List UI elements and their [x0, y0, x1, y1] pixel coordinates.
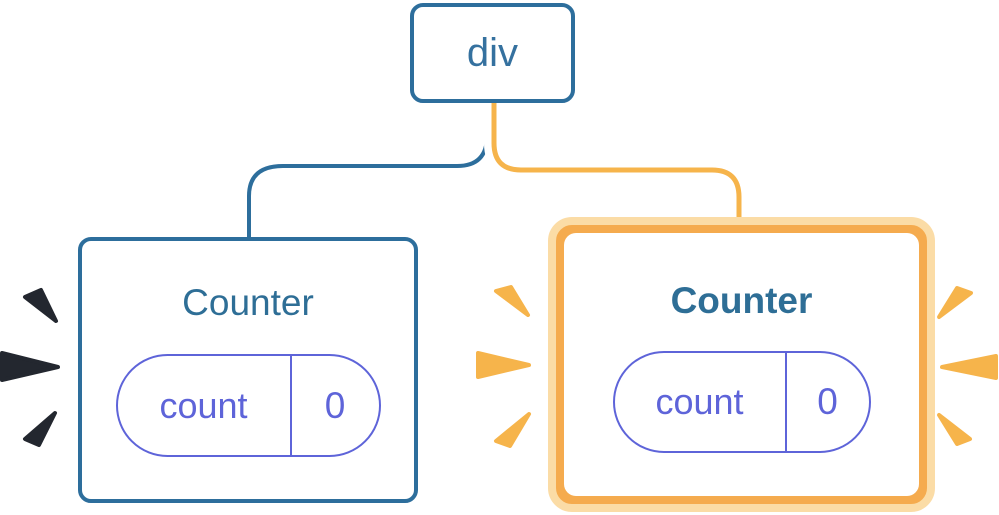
counter-card-left: Counter count 0	[78, 237, 418, 503]
spark-ray	[476, 351, 531, 379]
counter-card-right-inner: Counter count 0	[564, 233, 919, 496]
spark-ray	[0, 351, 60, 382]
spark-burst-left-counter	[0, 288, 60, 447]
state-pill-left: count 0	[115, 354, 381, 457]
spark-burst-right-counter-right	[937, 286, 998, 446]
root-node-div: div	[410, 3, 575, 103]
state-pill-right: count 0	[612, 351, 871, 453]
state-value-segment: 0	[289, 356, 379, 455]
edge-to-left-counter	[247, 101, 489, 239]
spark-ray	[937, 286, 973, 319]
spark-ray	[937, 413, 972, 446]
root-node-label: div	[466, 30, 519, 75]
state-key-segment: count	[118, 356, 290, 455]
state-value: 0	[817, 381, 838, 422]
state-key-segment: count	[615, 353, 785, 451]
spark-ray	[23, 411, 57, 447]
spark-ray	[940, 354, 998, 380]
state-key-label: count	[655, 381, 744, 422]
spark-ray	[494, 285, 530, 317]
edge-to-right-counter-casing	[484, 101, 749, 215]
counter-card-right-highlighted: Counter count 0	[548, 217, 935, 512]
counter-title-right: Counter	[670, 280, 813, 321]
spark-ray	[494, 412, 531, 448]
state-value-segment: 0	[784, 353, 869, 451]
counter-title-left: Counter	[182, 282, 314, 323]
state-key-label: count	[159, 384, 248, 426]
edge-to-right-counter	[491, 101, 742, 236]
spark-ray	[23, 288, 58, 323]
spark-burst-right-counter-left	[476, 285, 531, 448]
state-value: 0	[324, 384, 346, 426]
